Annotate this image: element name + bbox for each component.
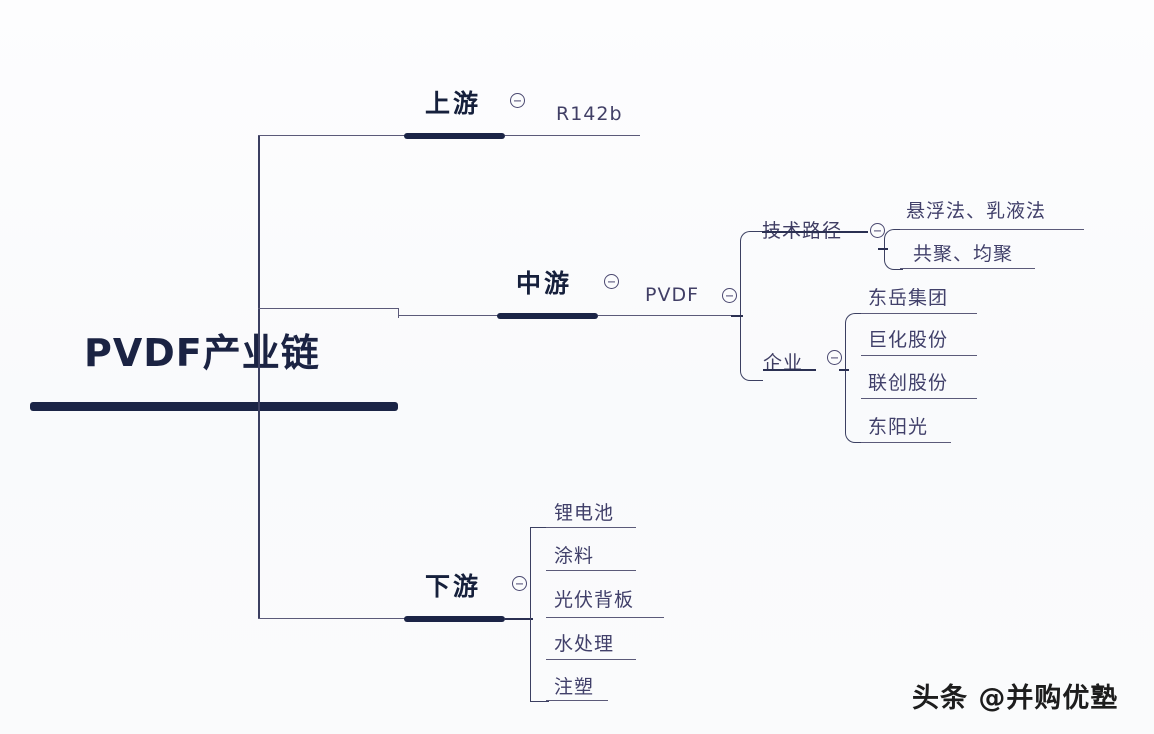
downstream-bracket-stub	[505, 618, 533, 620]
leaf-label-copolymer-homopolymer[interactable]: 共聚、均聚	[913, 243, 1014, 265]
midstream-connector-elbow	[398, 308, 399, 318]
leaf-underline-suspension-emulsion	[900, 229, 1084, 230]
midstream-spine-bar	[497, 313, 598, 319]
pvdf-bracket-stub	[731, 315, 743, 317]
enterprises-bracket-stub	[839, 369, 849, 371]
leaf-underline-water-treatment	[546, 659, 636, 660]
root-spine-bar	[30, 402, 398, 411]
watermark-text: 头条 @并购优塾	[912, 683, 1119, 714]
branch-label-upstream[interactable]: 上游	[425, 89, 482, 118]
midstream-child-line	[598, 315, 732, 316]
node-label-enterprises[interactable]: 企业	[763, 352, 804, 374]
leaf-underline-coating	[546, 570, 636, 571]
leaf-underline-lithium-battery	[546, 527, 636, 528]
leaf-underline-dongyangguang	[861, 442, 951, 443]
root-node-label[interactable]: PVDF产业链	[84, 331, 320, 375]
collapse-circle-icon-midstream[interactable]	[604, 274, 619, 289]
tech-path-bracket-stub	[878, 248, 888, 250]
leaf-label-dongyue-group[interactable]: 东岳集团	[868, 287, 949, 309]
upstream-child-line	[505, 135, 640, 136]
leaf-label-suspension-emulsion[interactable]: 悬浮法、乳液法	[906, 200, 1047, 222]
leaf-label-juhua[interactable]: 巨化股份	[868, 329, 949, 351]
tech-path-bracket	[884, 229, 903, 270]
tech-path-underline	[762, 231, 868, 233]
downstream-bracket	[530, 527, 549, 702]
trunk-line-lower	[258, 406, 260, 619]
midstream-connector-line	[398, 315, 498, 316]
leaf-underline-dongyue-group	[861, 313, 977, 314]
branch-label-midstream[interactable]: 中游	[516, 269, 573, 298]
node-label-pvdf[interactable]: PVDF	[645, 284, 700, 306]
downstream-connector-line	[258, 618, 410, 619]
leaf-label-water-treatment[interactable]: 水处理	[554, 633, 615, 655]
branch-label-downstream[interactable]: 下游	[425, 572, 482, 601]
pvdf-branch-bracket	[740, 231, 763, 381]
node-label-tech-path[interactable]: 技术路径	[762, 220, 843, 242]
leaf-underline-copolymer-homopolymer	[900, 268, 1035, 269]
enterprises-bracket	[845, 313, 864, 443]
leaf-label-pv-backsheet[interactable]: 光伏背板	[554, 589, 635, 611]
upstream-connector-line	[258, 135, 410, 136]
leaf-label-lithium-battery[interactable]: 锂电池	[554, 502, 615, 524]
leaf-label-coating[interactable]: 涂料	[554, 545, 595, 567]
leaf-underline-lianchuang	[861, 398, 977, 399]
leaf-underline-pv-backsheet	[546, 617, 664, 618]
collapse-circle-icon-enterprises[interactable]	[827, 350, 842, 365]
leaf-label-injection-molding[interactable]: 注塑	[554, 676, 595, 698]
leaf-label-lianchuang[interactable]: 联创股份	[868, 372, 949, 394]
collapse-circle-icon-pvdf[interactable]	[722, 288, 737, 303]
leaf-label-r142b[interactable]: R142b	[556, 103, 623, 125]
collapse-circle-icon-upstream[interactable]	[510, 93, 525, 108]
enterprises-underline	[763, 369, 816, 371]
collapse-circle-icon-tech-path[interactable]	[870, 223, 885, 238]
leaf-underline-juhua	[861, 355, 977, 356]
trunk-line-upper	[258, 135, 260, 407]
collapse-circle-icon-downstream[interactable]	[512, 576, 527, 591]
leaf-underline-injection-molding	[546, 700, 608, 701]
leaf-label-dongyangguang[interactable]: 东阳光	[868, 416, 929, 438]
downstream-spine-bar	[404, 616, 505, 622]
upstream-spine-bar	[404, 133, 505, 139]
midstream-trunk-line	[258, 308, 399, 309]
